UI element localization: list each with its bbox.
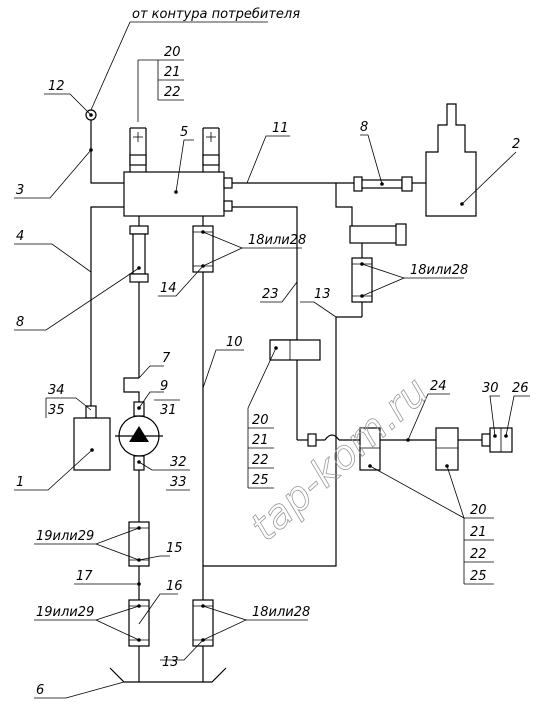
filter-15 xyxy=(128,521,150,567)
unit-1 xyxy=(73,405,111,471)
filter-13-bottom xyxy=(192,599,214,647)
label-18-28-b: 18или28 xyxy=(410,263,468,278)
pipe-lines xyxy=(90,120,482,683)
valve-middle xyxy=(269,339,321,361)
manifold-block-5 xyxy=(123,127,233,217)
labels: от контура потребителя 12 3 4 8 20 21 22… xyxy=(16,7,529,698)
leader-lines xyxy=(14,21,530,699)
label-10: 10 xyxy=(226,335,243,350)
label-18-28-c: 18или28 xyxy=(252,605,310,620)
label-30: 30 xyxy=(482,381,499,396)
label-19-29-b: 19или29 xyxy=(36,605,94,620)
label-stackA-3: 22 xyxy=(164,85,181,100)
label-8-right: 8 xyxy=(360,120,368,135)
label-26: 26 xyxy=(512,381,529,396)
label-1: 1 xyxy=(16,475,24,490)
label-16: 16 xyxy=(166,579,183,594)
label-stackC-4: 25 xyxy=(470,569,487,584)
filter-13-top xyxy=(349,223,407,303)
unit-2 xyxy=(425,103,477,217)
label-8-left: 8 xyxy=(16,315,24,330)
hose-8-left xyxy=(129,225,149,283)
label-34: 34 xyxy=(48,383,65,398)
label-7: 7 xyxy=(162,351,171,366)
label-9: 9 xyxy=(160,379,168,394)
label-stackA-1: 20 xyxy=(164,45,181,60)
label-35: 35 xyxy=(48,403,65,418)
label-32: 32 xyxy=(170,455,187,470)
label-4: 4 xyxy=(16,229,24,244)
hose-8-right xyxy=(353,176,413,192)
label-33: 33 xyxy=(170,475,187,490)
label-6: 6 xyxy=(36,683,44,698)
label-19-29-a: 19или29 xyxy=(36,529,94,544)
label-13-bottom: 13 xyxy=(162,655,179,670)
valves-right xyxy=(307,427,459,471)
label-stackB-3: 22 xyxy=(252,453,269,468)
label-stackB-2: 21 xyxy=(252,433,269,448)
label-2: 2 xyxy=(512,137,520,152)
label-stackC-1: 20 xyxy=(470,503,487,518)
label-stackC-3: 22 xyxy=(470,547,487,562)
label-23: 23 xyxy=(262,287,279,302)
label-31: 31 xyxy=(160,403,177,418)
label-11: 11 xyxy=(272,121,289,136)
label-13-top: 13 xyxy=(314,287,331,302)
label-3: 3 xyxy=(16,183,24,198)
filter-14 xyxy=(192,225,214,273)
label-18-28-a: 18или28 xyxy=(248,233,306,248)
label-14: 14 xyxy=(160,281,177,296)
label-stackA-2: 21 xyxy=(164,65,181,80)
label-17: 17 xyxy=(76,569,93,584)
label-stackB-1: 20 xyxy=(252,413,269,428)
label-stackB-4: 25 xyxy=(252,473,269,488)
label-12: 12 xyxy=(48,79,65,94)
label-15: 15 xyxy=(166,541,183,556)
pump-9 xyxy=(115,401,163,471)
label-stackC-2: 21 xyxy=(470,525,487,540)
units-30-26 xyxy=(481,427,513,453)
watermark: tap-kom.ru xyxy=(242,368,437,550)
label-consumer: от контура потребителя xyxy=(132,7,300,22)
label-5: 5 xyxy=(180,125,188,140)
label-24: 24 xyxy=(430,379,447,394)
